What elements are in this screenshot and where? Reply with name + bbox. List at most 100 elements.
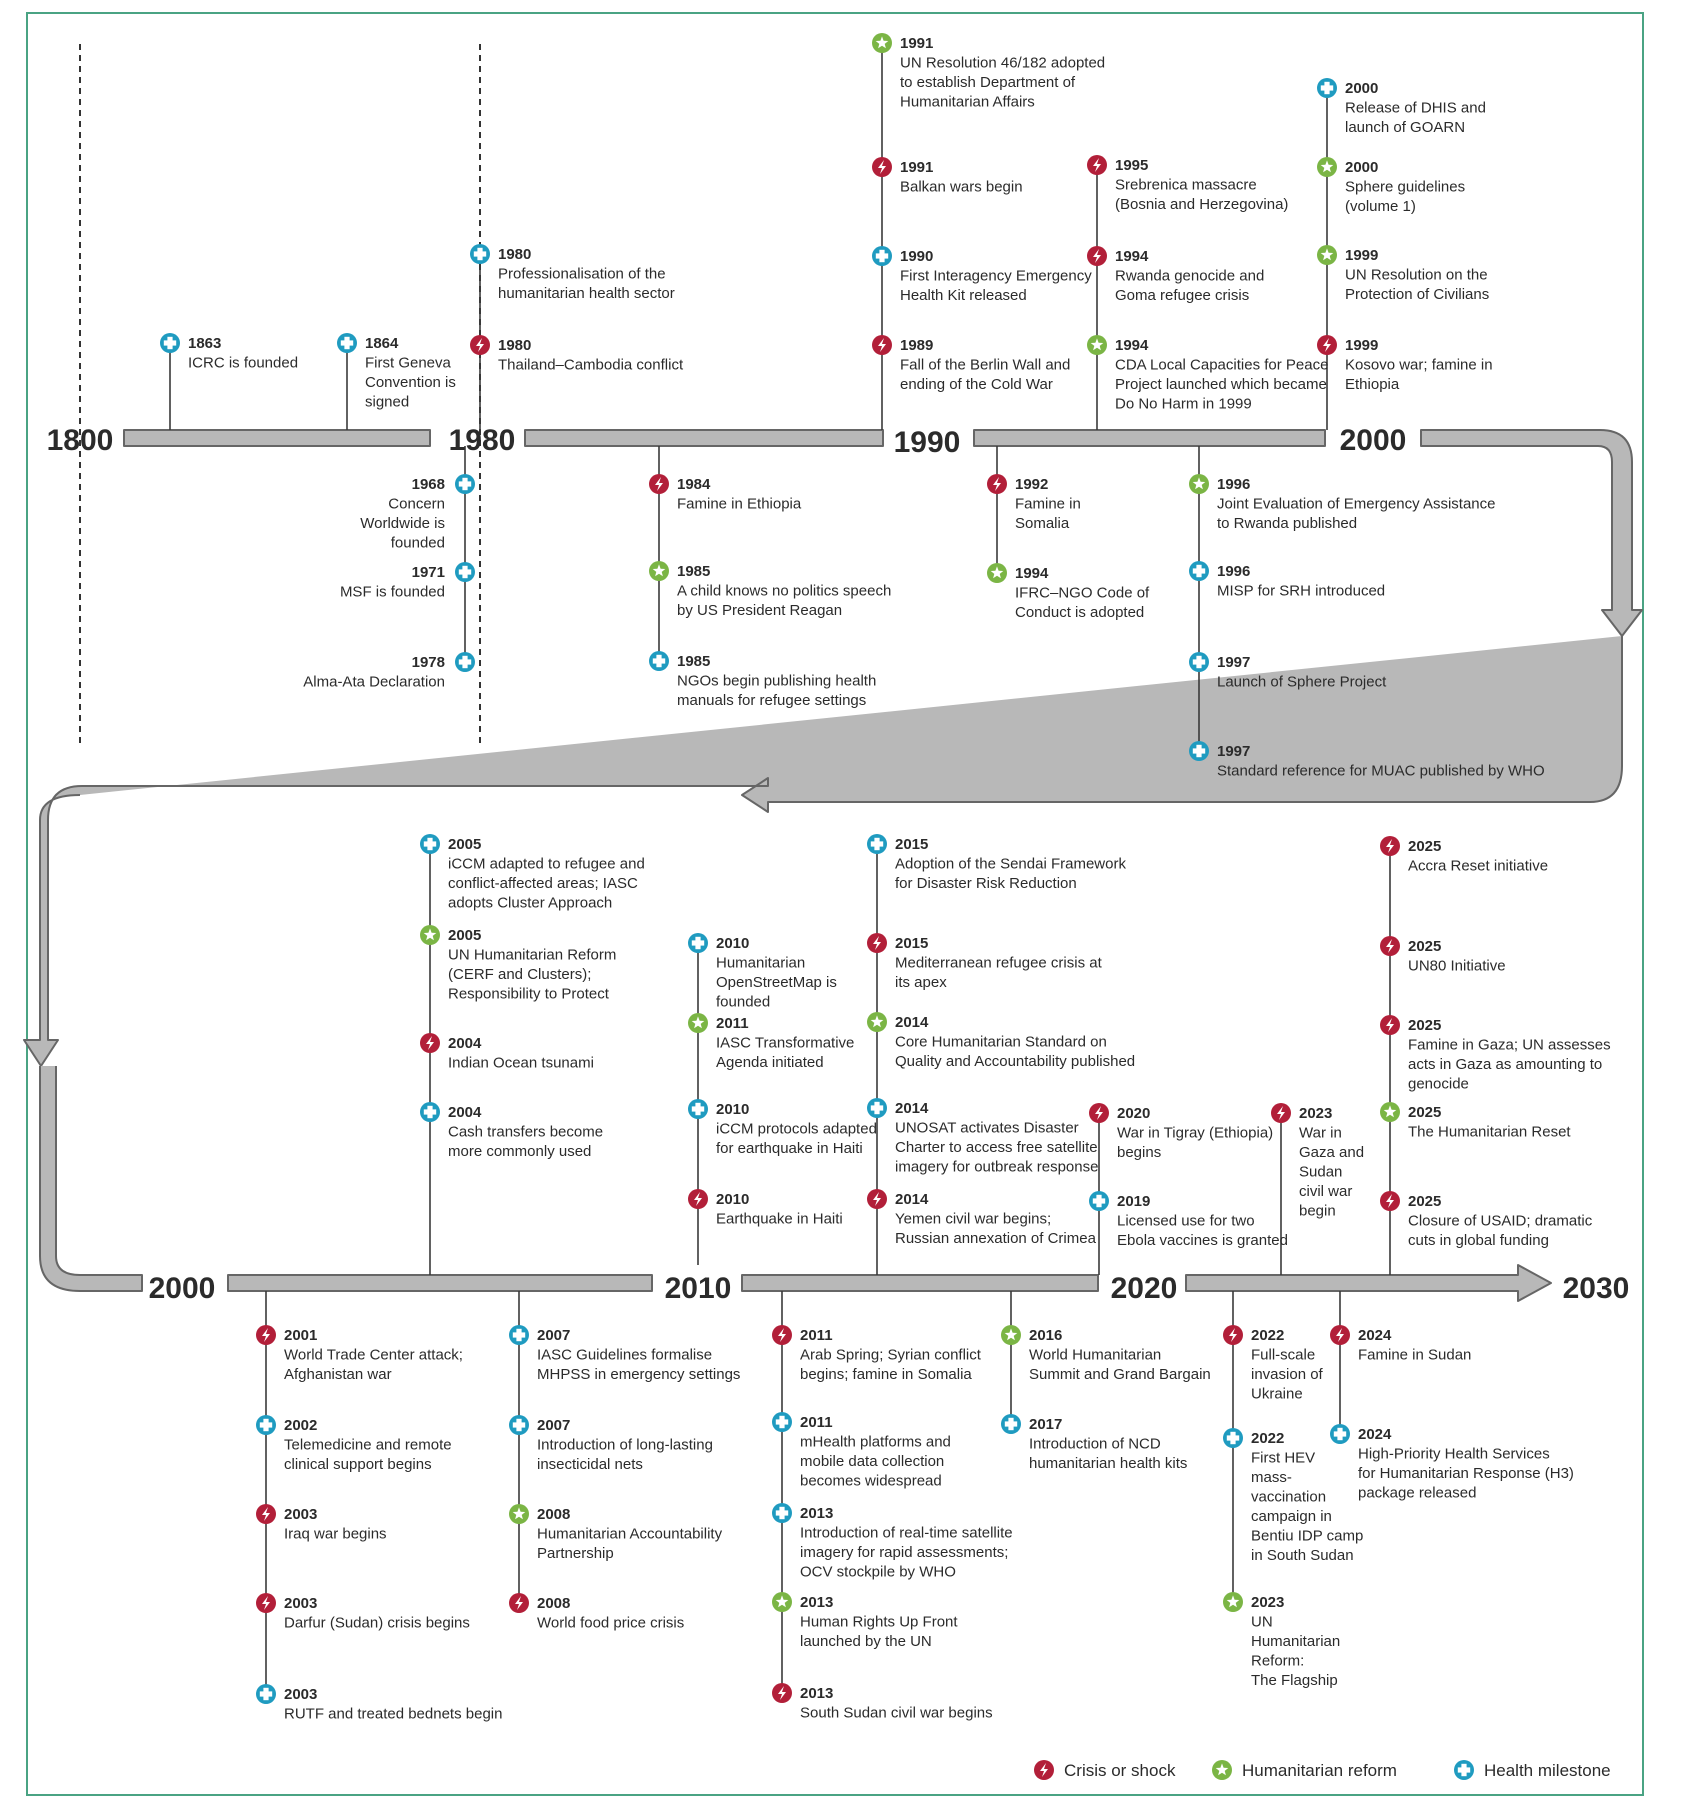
- lightning-bolt-icon: [420, 1033, 440, 1053]
- event-description: Joint Evaluation of Emergency Assistance…: [1217, 496, 1495, 533]
- event-year: 2008: [537, 1506, 570, 1523]
- event-year: 2011: [800, 1414, 833, 1431]
- decade-label: 2010: [665, 1272, 732, 1305]
- cross-icon: [867, 834, 887, 854]
- decade-label: 2030: [1563, 1272, 1630, 1305]
- lightning-bolt-icon: [688, 1189, 708, 1209]
- event-year: 2023: [1299, 1105, 1332, 1122]
- event-description: The Humanitarian Reset: [1408, 1124, 1571, 1141]
- event-year: 2003: [284, 1595, 317, 1612]
- event-year: 2010: [716, 935, 749, 952]
- lightning-bolt-icon: [872, 335, 892, 355]
- event-year: 1985: [677, 653, 710, 670]
- star-icon: [872, 33, 892, 53]
- event-description: Indian Ocean tsunami: [448, 1055, 594, 1072]
- cross-icon: [1454, 1760, 1474, 1780]
- event-description: Alma-Ata Declaration: [303, 674, 445, 691]
- axis-segment: [741, 1274, 1099, 1292]
- cross-icon: [1189, 652, 1209, 672]
- event-description: Srebrenica massacre(Bosnia and Herzegovi…: [1115, 177, 1288, 214]
- event-description: ICRC is founded: [188, 355, 298, 372]
- cross-icon: [470, 244, 490, 264]
- legend-item: Crisis or shock: [1034, 1760, 1176, 1780]
- lightning-bolt-icon: [1223, 1325, 1243, 1345]
- star-icon: [1223, 1592, 1243, 1612]
- event-description: Famine in Ethiopia: [677, 496, 802, 513]
- decade-label: 2000: [1340, 424, 1407, 457]
- event-year: 2025: [1408, 1193, 1441, 1210]
- event-year: 2024: [1358, 1426, 1392, 1443]
- cross-icon: [256, 1415, 276, 1435]
- lightning-bolt-icon: [256, 1593, 276, 1613]
- star-icon: [867, 1012, 887, 1032]
- cross-icon: [420, 1102, 440, 1122]
- event-year: 1863: [188, 335, 221, 352]
- event-description: RUTF and treated bednets begin: [284, 1706, 502, 1723]
- axis-segment: [227, 1274, 653, 1292]
- lightning-bolt-icon: [256, 1504, 276, 1524]
- cross-icon: [872, 246, 892, 266]
- event-year: 1984: [677, 476, 711, 493]
- cross-icon: [160, 333, 180, 353]
- lightning-bolt-icon: [1380, 1015, 1400, 1035]
- event-description: Famine in Sudan: [1358, 1347, 1471, 1364]
- event-description: Balkan wars begin: [900, 179, 1023, 196]
- lightning-bolt-icon: [867, 1189, 887, 1209]
- legend-label: Crisis or shock: [1064, 1761, 1176, 1780]
- event-description: Sphere guidelines(volume 1): [1345, 179, 1465, 216]
- lightning-bolt-icon: [1380, 836, 1400, 856]
- event-year: 1978: [412, 654, 445, 671]
- event-year: 2001: [284, 1327, 317, 1344]
- cross-icon: [772, 1503, 792, 1523]
- event-year: 2022: [1251, 1430, 1284, 1447]
- decade-label: 2000: [149, 1272, 216, 1305]
- cross-icon: [337, 333, 357, 353]
- lightning-bolt-icon: [256, 1325, 276, 1345]
- cross-icon: [772, 1412, 792, 1432]
- event-year: 2013: [800, 1685, 833, 1702]
- lightning-bolt-icon: [1380, 936, 1400, 956]
- event-year: 1994: [1115, 337, 1149, 354]
- event-year: 2023: [1251, 1594, 1284, 1611]
- axis-segment: [39, 1066, 143, 1292]
- event-year: 1989: [900, 337, 933, 354]
